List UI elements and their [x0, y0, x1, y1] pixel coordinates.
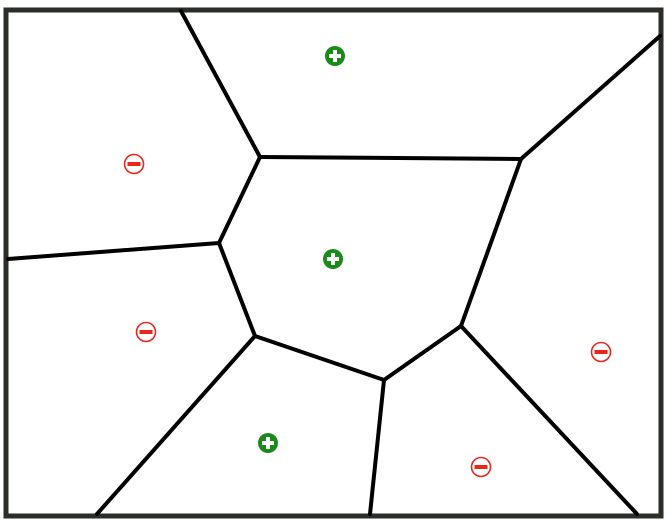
cell-edge	[217, 241, 257, 338]
cell-edge	[519, 34, 662, 161]
cell-edge	[179, 9, 262, 159]
cell-edge	[217, 155, 262, 245]
site-markers	[123, 46, 612, 478]
minus-charge-icon	[590, 341, 612, 363]
cell-edge	[95, 334, 257, 516]
cell-edge	[368, 378, 386, 516]
plus-charge-icon	[325, 46, 345, 66]
cell-edge	[258, 155, 523, 161]
minus-charge-icon	[135, 321, 157, 343]
minus-charge-icon	[123, 153, 145, 175]
plus-charge-icon	[323, 249, 343, 269]
cell-edge	[459, 157, 523, 328]
cell-boundaries	[6, 9, 662, 516]
cell-edge	[382, 324, 463, 382]
cell-edge	[6, 241, 221, 261]
cell-edge	[459, 324, 639, 516]
plus-charge-icon	[258, 433, 278, 453]
cell-edge	[253, 334, 386, 382]
minus-charge-icon	[470, 456, 492, 478]
